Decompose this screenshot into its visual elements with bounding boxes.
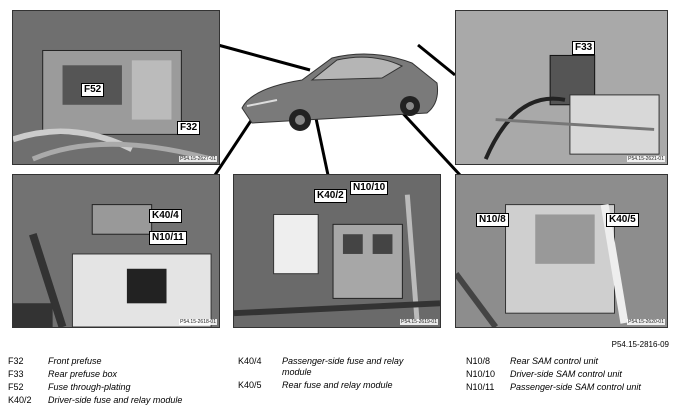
panel-code: P54.15-2620-01 (627, 319, 665, 325)
photo-rear-prefuse-box: F33 P54.15-2621-01 (455, 10, 668, 165)
callout-f32: F32 (177, 121, 201, 135)
callout-f33: F33 (572, 41, 596, 55)
photo-driver-side-fuse: K40/2 N10/10 P54.15-2619-01 (233, 174, 441, 328)
photo-rear-sam: N10/8 K40/5 P54.15-2620-01 (455, 174, 668, 328)
callout-n10-11: N10/11 (149, 231, 187, 245)
car-image (232, 38, 442, 138)
panel-code: P54.15-2619-01 (400, 319, 438, 325)
callout-f52: F52 (81, 83, 105, 97)
photo-front-prefuse: F52 F32 P54.15-2627-01 (12, 10, 220, 165)
figure-code: P54.15-2816-09 (611, 340, 669, 349)
photo-passenger-side-fuse: K40/4 N10/11 P54.15-2618-01 (12, 174, 220, 328)
panel-code: P54.15-2621-01 (627, 156, 665, 162)
callout-k40-2: K40/2 (314, 189, 347, 203)
callout-k40-5: K40/5 (606, 213, 639, 227)
callout-k40-4: K40/4 (149, 209, 182, 223)
panel-code: P54.15-2618-01 (179, 319, 217, 325)
callout-n10-10: N10/10 (350, 181, 389, 195)
panel-code: P54.15-2627-01 (179, 156, 217, 162)
callout-n10-8: N10/8 (476, 213, 509, 227)
